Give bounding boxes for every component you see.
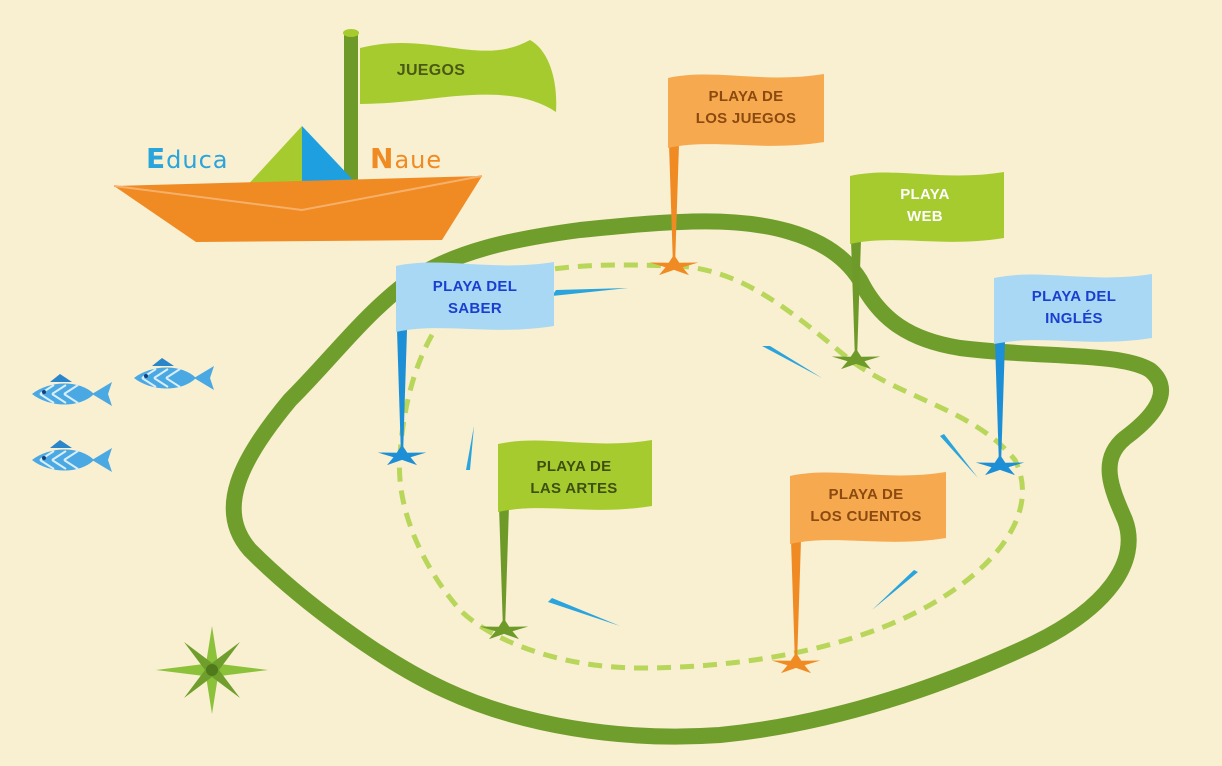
compass-rose-icon bbox=[156, 626, 268, 714]
beach-label-cuentos[interactable]: PLAYA DE LOS CUENTOS bbox=[810, 486, 922, 525]
star-marker-icon bbox=[771, 652, 821, 674]
star-marker-icon bbox=[479, 618, 529, 640]
beach-flag-web[interactable] bbox=[831, 172, 1004, 370]
boat-flag bbox=[360, 40, 557, 112]
route-path bbox=[396, 262, 1025, 671]
star-marker-icon bbox=[649, 254, 699, 276]
boat-flag-label[interactable]: JUEGOS bbox=[396, 62, 466, 79]
direction-arrow-icon bbox=[466, 288, 978, 626]
brand-right: Naue bbox=[370, 142, 442, 175]
beach-label-juegos[interactable]: PLAYA DE LOS JUEGOS bbox=[695, 88, 797, 127]
boat-icon bbox=[113, 29, 483, 242]
beach-flag-ingles[interactable] bbox=[975, 274, 1152, 476]
beach-label-web[interactable]: PLAYA WEB bbox=[900, 186, 950, 225]
beach-label-ingles[interactable]: PLAYA DEL INGLÉS bbox=[1031, 288, 1117, 327]
brand-left-rest: duca bbox=[166, 146, 229, 174]
beach-flag-juegos[interactable] bbox=[649, 74, 824, 276]
beach-flag-saber[interactable] bbox=[377, 262, 554, 466]
beach-flag-cuentos[interactable] bbox=[771, 472, 946, 674]
brand-right-capital: N bbox=[370, 142, 395, 175]
brand-left: Educa bbox=[146, 142, 229, 175]
star-marker-icon bbox=[377, 444, 427, 466]
fish-icon bbox=[133, 357, 215, 391]
star-marker-icon bbox=[831, 348, 881, 370]
fish-icon bbox=[31, 373, 113, 407]
brand-right-rest: aue bbox=[394, 146, 443, 174]
brand-left-capital: E bbox=[146, 142, 167, 175]
beach-label-artes[interactable]: PLAYA DE LAS ARTES bbox=[530, 458, 618, 497]
beach-label-saber[interactable]: PLAYA DEL SABER bbox=[432, 278, 518, 317]
fish-icon bbox=[31, 439, 113, 473]
beach-flag-artes[interactable] bbox=[479, 440, 652, 640]
star-marker-icon bbox=[975, 454, 1025, 476]
